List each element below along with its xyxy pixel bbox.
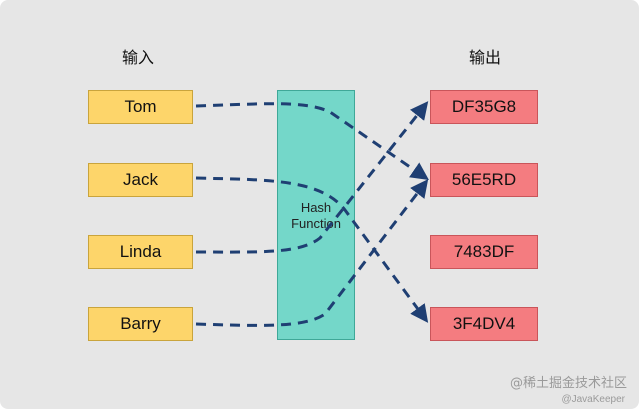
hash-label-line1: Hash: [300, 200, 332, 215]
output-box-7483df: 7483DF: [430, 235, 538, 269]
output-box-3f4dv4: 3F4DV4: [430, 307, 538, 341]
arrow-barry-to-56e5rd: [195, 179, 429, 327]
watermark-author: @JavaKeeper: [561, 394, 625, 405]
input-box-tom: Tom: [88, 90, 193, 124]
input-heading: 输入: [121, 48, 154, 67]
input-box-jack: Jack: [88, 163, 193, 197]
input-box-barry: Barry: [88, 307, 193, 341]
arrow-jack-to-3f4dv4: [195, 176, 429, 323]
input-box-linda: Linda: [88, 235, 193, 269]
watermark: @稀土掘金技术社区: [509, 376, 627, 391]
output-box-df35g8: DF35G8: [430, 90, 538, 124]
output-box-56e5rd: 56E5RD: [430, 163, 538, 197]
output-heading: 输出: [468, 48, 501, 67]
arrow-linda-to-df35g8: [195, 101, 429, 254]
arrow-tom-to-56e5rd: [195, 102, 429, 181]
hash-function-box: [277, 90, 355, 340]
